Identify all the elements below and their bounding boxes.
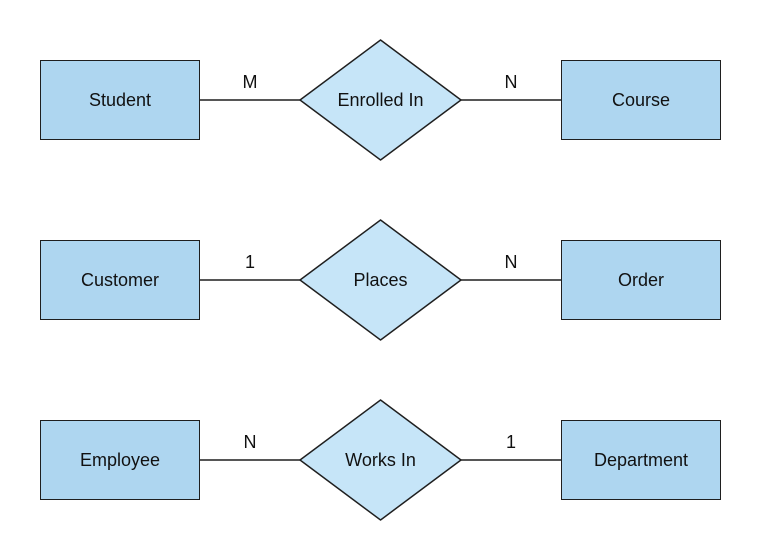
entity-label: Department: [593, 449, 689, 470]
entity-customer: Customer: [40, 240, 200, 320]
relationship-diamond-places: [298, 219, 463, 341]
cardinality-label-left: 1: [244, 252, 255, 272]
entity-label: Order: [617, 269, 664, 290]
relationship-diamond-enrolled-in: [298, 39, 463, 161]
entity-department: Department: [561, 420, 721, 500]
cardinality-label-left: M: [242, 72, 258, 92]
cardinality-label-right: N: [504, 72, 518, 92]
entity-label: Customer: [80, 269, 160, 290]
entity-order: Order: [561, 240, 721, 320]
entity-label: Student: [88, 89, 152, 110]
entity-label: Course: [611, 89, 671, 110]
cardinality-label-right: N: [504, 252, 518, 272]
entity-course: Course: [561, 60, 721, 140]
relationship-diamond-works-in: [298, 399, 463, 521]
entity-label: Employee: [79, 449, 161, 470]
cardinality-label-left: N: [243, 432, 257, 452]
entity-employee: Employee: [40, 420, 200, 500]
entity-student: Student: [40, 60, 200, 140]
cardinality-label-right: 1: [505, 432, 516, 452]
